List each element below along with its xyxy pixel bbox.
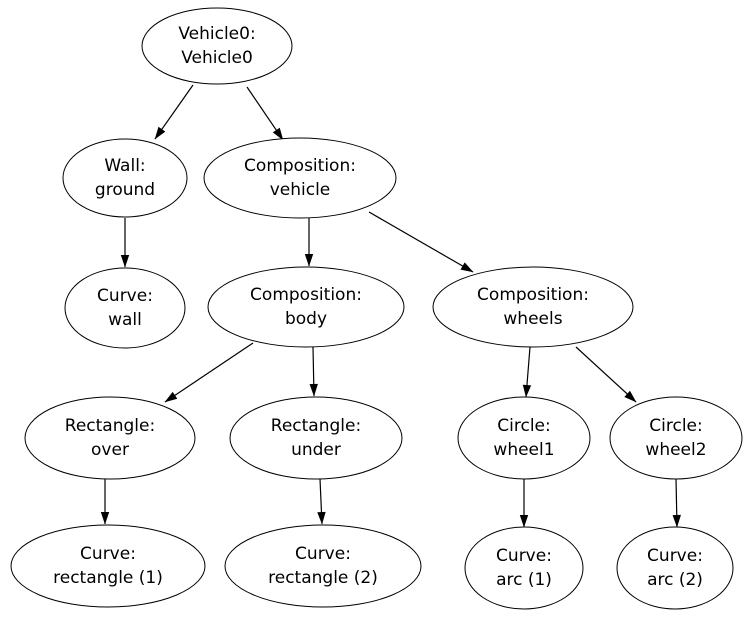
node-ellipse-wall-ground <box>62 138 188 218</box>
edge-composition-vehicle-to-composition-wheels <box>368 211 474 273</box>
node-curve-rectangle-2: Curve:rectangle (2) <box>224 524 422 608</box>
node-curve-rectangle-1: Curve:rectangle (1) <box>10 524 206 608</box>
edge-rectangle-under-to-curve-rectangle-2 <box>317 478 326 525</box>
node-vehicle0: Vehicle0:Vehicle0 <box>141 7 293 85</box>
node-ellipse-circle-wheel1 <box>457 396 591 480</box>
node-curve-wall: Curve:wall <box>64 267 186 349</box>
node-label-rectangle-over: Rectangle:over <box>65 416 155 460</box>
edge-composition-body-to-rectangle-under <box>309 346 318 397</box>
node-label-curve-wall: Curve:wall <box>97 286 153 330</box>
node-curve-arc-1: Curve:arc (1) <box>464 526 584 610</box>
node-ellipse-circle-wheel2 <box>609 396 743 480</box>
node-ellipse-curve-arc-1 <box>464 526 584 610</box>
edge-vehicle0-to-composition-vehicle <box>246 86 284 141</box>
node-ellipse-rectangle-over <box>24 396 196 480</box>
node-ellipse-curve-arc-2 <box>616 526 734 610</box>
node-circle-wheel1: Circle:wheel1 <box>457 396 591 480</box>
node-label-wall-ground: Wall:ground <box>95 156 155 200</box>
node-label-vehicle0: Vehicle0:Vehicle0 <box>178 24 255 68</box>
nodes-layer: Vehicle0:Vehicle0Wall:groundComposition:… <box>10 7 743 610</box>
node-ellipse-composition-vehicle <box>203 137 397 219</box>
node-rectangle-under: Rectangle:under <box>229 396 403 480</box>
node-label-curve-rectangle-1: Curve:rectangle (1) <box>53 544 163 588</box>
node-label-curve-arc-1: Curve:arc (1) <box>496 546 552 590</box>
edge-vehicle0-to-wall-ground <box>154 84 194 140</box>
edge-composition-wheels-to-circle-wheel1 <box>522 346 532 398</box>
node-ellipse-vehicle0 <box>141 7 293 85</box>
node-label-curve-arc-2: Curve:arc (2) <box>647 546 703 590</box>
edge-circle-wheel2-to-curve-arc-2 <box>672 478 681 528</box>
node-ellipse-composition-wheels <box>432 266 634 348</box>
node-label-composition-body: Composition:body <box>250 285 362 329</box>
node-label-circle-wheel1: Circle:wheel1 <box>493 416 554 460</box>
node-composition-wheels: Composition:wheels <box>432 266 634 348</box>
edge-composition-body-to-rectangle-over <box>164 342 254 403</box>
node-wall-ground: Wall:ground <box>62 138 188 218</box>
node-circle-wheel2: Circle:wheel2 <box>609 396 743 480</box>
node-label-composition-vehicle: Composition:vehicle <box>244 156 356 200</box>
node-label-curve-rectangle-2: Curve:rectangle (2) <box>268 544 378 588</box>
node-composition-vehicle: Composition:vehicle <box>203 137 397 219</box>
node-curve-arc-2: Curve:arc (2) <box>616 526 734 610</box>
edges-layer <box>100 84 681 528</box>
node-label-composition-wheels: Composition:wheels <box>477 285 589 329</box>
node-ellipse-composition-body <box>207 266 405 348</box>
node-ellipse-curve-wall <box>64 267 186 349</box>
node-ellipse-rectangle-under <box>229 396 403 480</box>
node-label-rectangle-under: Rectangle:under <box>271 416 361 460</box>
node-rectangle-over: Rectangle:over <box>24 396 196 480</box>
node-ellipse-curve-rectangle-1 <box>10 524 206 608</box>
edge-composition-wheels-to-circle-wheel2 <box>575 346 637 403</box>
node-ellipse-curve-rectangle-2 <box>224 524 422 608</box>
node-label-circle-wheel2: Circle:wheel2 <box>645 416 706 460</box>
node-composition-body: Composition:body <box>207 266 405 348</box>
